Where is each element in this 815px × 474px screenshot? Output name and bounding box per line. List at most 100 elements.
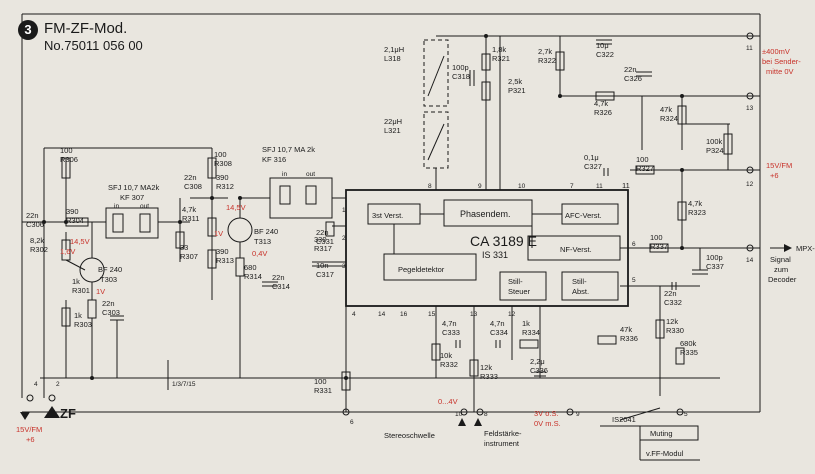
component-label-r334: R334 [522, 328, 540, 337]
ground-ref-label: 1/3/7/15 [172, 381, 196, 388]
vos-l1: 3V o.S. [534, 409, 559, 418]
connector-11: 11 [746, 45, 753, 52]
component-label-c334: 4,7n [490, 319, 505, 328]
supply-left-l2: +6 [26, 435, 35, 444]
component-label-c314: 22n [272, 273, 285, 282]
zf-input-label: ZF [60, 406, 76, 421]
component-label-c334: C334 [490, 328, 508, 337]
component-label-c332: C332 [664, 298, 682, 307]
pin11-tag: 11 [622, 181, 630, 190]
filter1-type: SFJ 10,7 MA2k [108, 183, 160, 192]
pin-label: 3 [342, 263, 346, 270]
block-afc-verst-label: AFC-Verst. [565, 211, 602, 220]
component-label-r331: 100 [314, 377, 327, 386]
filter2-ref: KF 316 [262, 155, 286, 164]
filter2-type: SFJ 10,7 MA 2k [262, 145, 315, 154]
component-label-r330: 12k [666, 317, 678, 326]
block-still-steuer-l1: Still- [508, 277, 523, 286]
pin-label: 14 [378, 311, 386, 318]
pin-label: 1 [342, 207, 346, 214]
l318-coil-box [423, 39, 449, 107]
t313-ref: T313 [254, 237, 271, 246]
block-phasendem-label: Phasendem. [460, 209, 511, 219]
block-nf-verst-label: NF-Verst. [560, 245, 592, 254]
block-phasendem [443, 199, 533, 227]
component-label-r326: 4,7k [594, 99, 608, 108]
block-still-abst-l2: Abst. [572, 287, 589, 296]
component-label-r306: R306 [60, 155, 78, 164]
component-label-c303: C303 [102, 308, 120, 317]
component-label-r335: R335 [680, 348, 698, 357]
filter2-out: out [306, 171, 315, 178]
connector-6: 6 [350, 419, 354, 426]
pin-label: 12 [508, 311, 516, 318]
component-label-p321: 2,5k [508, 77, 522, 86]
component-label-r321: R321 [492, 54, 510, 63]
component-label-p324: 100k [706, 137, 723, 146]
component-label-r317: R317 [314, 244, 332, 253]
component-label-r313: R313 [216, 256, 234, 265]
component-label-c306: C306 [26, 220, 44, 229]
component-label-r331: R331 [314, 386, 332, 395]
component-label-r327: 100 [636, 155, 649, 164]
vos-l2: 0V m.S. [534, 419, 561, 428]
component-label-p321: P321 [508, 86, 526, 95]
component-label-r311: R311 [182, 214, 199, 223]
component-label-c336: C336 [530, 366, 548, 375]
pin-label: 11 [596, 183, 603, 190]
component-label-r327: R327 [636, 164, 654, 173]
component-label-r323: 4,7k [688, 199, 702, 208]
component-label-c333: 4,7n [442, 319, 457, 328]
component-label-c318: C318 [452, 72, 470, 81]
component-label-l318: L318 [384, 54, 401, 63]
afc-note-l3: mitte 0V [766, 67, 794, 76]
component-label-r307: 33 [180, 243, 188, 252]
voltage-label: 1V [214, 229, 223, 238]
mpx-l4: Decoder [768, 275, 797, 284]
component-label-c337: 100p [706, 253, 723, 262]
component-label-r314: 680 [244, 263, 257, 272]
voltage-label: 1,6V [60, 247, 75, 256]
component-label-r302: 8,2k [30, 236, 44, 245]
is2041-label: IS2041 [612, 415, 636, 424]
pin-label: 13 [470, 311, 478, 318]
component-label-c322: C322 [596, 50, 614, 59]
component-label-r307: R307 [180, 252, 198, 261]
component-label-c317: C317 [316, 270, 334, 279]
component-label-r336: 47k [620, 325, 632, 334]
component-label-r314: R314 [244, 272, 262, 281]
component-label-c322: 10μ [596, 41, 609, 50]
muting-label: Muting [650, 429, 673, 438]
module-number-badge: 3 [18, 20, 38, 40]
module-part-number: No.75011 056 00 [44, 38, 143, 53]
supply-right-l1: 15V/FM [766, 161, 792, 170]
filter2-in: in [282, 171, 287, 178]
pin-label: 4 [352, 311, 356, 318]
block-still-abst-l1: Still- [572, 277, 587, 286]
component-label-c314: C314 [272, 282, 290, 291]
mpx-l3: zum [774, 265, 788, 274]
component-label-r321: 1,8k [492, 45, 506, 54]
component-label-l321: L321 [384, 126, 401, 135]
component-label-r308: 100 [214, 150, 227, 159]
component-label-r324: R324 [660, 114, 678, 123]
connector-9: 9 [576, 411, 580, 418]
component-label-r301: 1k [72, 277, 80, 286]
feld-l2: instrument [484, 439, 520, 448]
component-label-c308: 22n [184, 173, 197, 182]
component-label-r302: R302 [30, 245, 48, 254]
connector-2: 2 [56, 381, 60, 388]
component-label-r312: R312 [216, 182, 234, 191]
pin-label: 16 [400, 311, 408, 318]
voltage-label: 14,5V [226, 203, 246, 212]
block-pegeldetektor [383, 253, 477, 281]
component-label-r326: R326 [594, 108, 612, 117]
component-label-l318: 2,1μH [384, 45, 404, 54]
block-3st-verst-label: 3st Verst. [372, 211, 403, 220]
pin-label: 15 [428, 311, 436, 318]
voltage-label: 14,5V [70, 237, 90, 246]
filter1-ref: KF 307 [120, 193, 144, 202]
component-label-r312: 390 [216, 173, 229, 182]
component-label-c317: 10n [316, 261, 329, 270]
filter1-out: out [140, 203, 149, 210]
